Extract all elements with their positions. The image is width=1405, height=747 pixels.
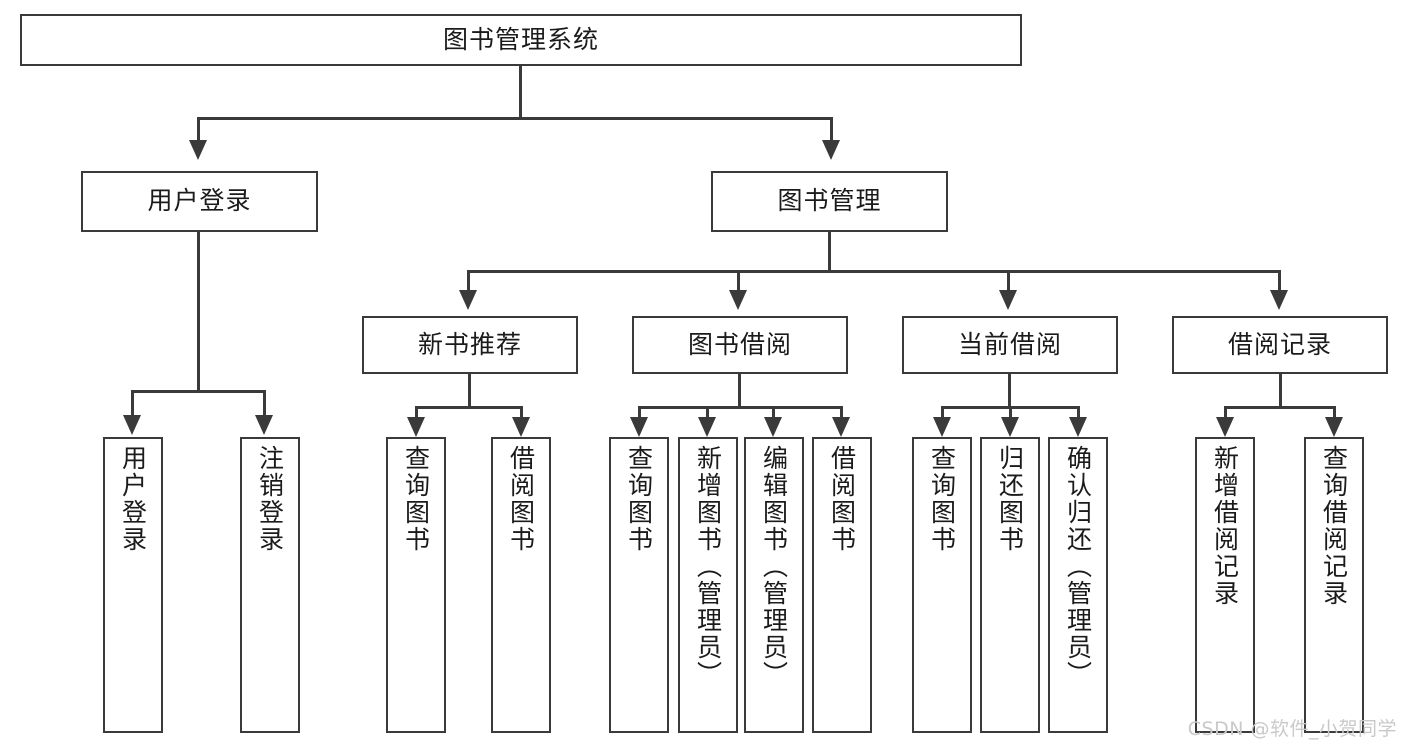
arrowhead-leaf-cb-0: [933, 417, 951, 437]
node-label: 查询借阅记录: [1319, 445, 1349, 607]
arrowhead-leaf-bb-1: [698, 417, 716, 437]
connector-br-drop-0: [1224, 406, 1227, 420]
leaf-br-search-record[interactable]: 查询借阅记录: [1304, 437, 1364, 733]
connector-book-management-bus: [467, 270, 1281, 273]
node-new-book-recommend[interactable]: 新书推荐: [362, 316, 578, 374]
connector-br-stem: [1279, 374, 1282, 408]
node-label: 用户登录: [118, 445, 148, 553]
node-label: 注销登录: [255, 445, 285, 553]
node-label: 用户登录: [147, 186, 252, 216]
arrowhead-leaf-bb-3: [832, 417, 850, 437]
connector-bb-drop-1: [706, 406, 709, 420]
connector-bb-drop-2: [772, 406, 775, 420]
connector-bm-drop-0: [467, 270, 470, 292]
node-label: 查询图书: [927, 445, 957, 553]
connector-user-login-drop-0: [131, 390, 134, 417]
node-current-borrow[interactable]: 当前借阅: [902, 316, 1118, 374]
connector-bb-drop-3: [840, 406, 843, 420]
node-label: 借阅图书: [827, 445, 857, 553]
arrowhead-current-borrow: [999, 290, 1017, 310]
connector-bm-drop-3: [1278, 270, 1281, 292]
arrowhead-leaf-user-login-0: [123, 415, 141, 435]
connector-root-bus: [197, 117, 833, 120]
connector-bb-stem: [738, 374, 741, 408]
leaf-nbr-search-book[interactable]: 查询图书: [386, 437, 446, 733]
leaf-user-login-logout[interactable]: 注销登录: [240, 437, 300, 733]
node-label: 借阅图书: [506, 445, 536, 553]
leaf-bb-borrow-book[interactable]: 借阅图书: [812, 437, 872, 733]
connector-bm-drop-2: [1007, 270, 1010, 292]
node-label: 当前借阅: [957, 329, 1062, 359]
leaf-br-add-record[interactable]: 新增借阅记录: [1195, 437, 1255, 733]
connector-nbr-drop-0: [415, 406, 418, 420]
arrowhead-leaf-bb-0: [630, 417, 648, 437]
node-label: 归还图书: [995, 445, 1025, 553]
connector-user-login-stem: [197, 232, 200, 392]
connector-book-management-stem: [828, 232, 831, 272]
arrowhead-leaf-bb-2: [764, 417, 782, 437]
leaf-cb-return-book[interactable]: 归还图书: [980, 437, 1040, 733]
node-label: 新增借阅记录: [1210, 445, 1240, 607]
connector-cb-drop-1: [1009, 406, 1012, 420]
connector-nbr-drop-1: [520, 406, 523, 420]
node-book-management[interactable]: 图书管理: [711, 171, 948, 232]
node-label: 新增图书（管理员）: [693, 445, 723, 688]
arrowhead-book-management: [822, 140, 840, 160]
arrowhead-leaf-cb-2: [1069, 417, 1087, 437]
node-label: 图书管理系统: [442, 24, 599, 54]
arrowhead-borrow-record: [1270, 290, 1288, 310]
connector-cb-drop-2: [1077, 406, 1080, 420]
leaf-bb-edit-book-admin[interactable]: 编辑图书（管理员）: [744, 437, 804, 733]
node-label: 查询图书: [401, 445, 431, 553]
node-root-book-management-system[interactable]: 图书管理系统: [20, 14, 1022, 66]
connector-cb-drop-0: [941, 406, 944, 420]
connector-bm-drop-1: [737, 270, 740, 292]
connector-cb-stem: [1008, 374, 1011, 408]
node-label: 查询图书: [624, 445, 654, 553]
arrowhead-new-book-recommend: [459, 290, 477, 310]
leaf-nbr-borrow-book[interactable]: 借阅图书: [491, 437, 551, 733]
arrowhead-leaf-cb-1: [1001, 417, 1019, 437]
connector-bb-drop-0: [638, 406, 641, 420]
leaf-cb-confirm-return-admin[interactable]: 确认归还（管理员）: [1048, 437, 1108, 733]
leaf-bb-add-book-admin[interactable]: 新增图书（管理员）: [678, 437, 738, 733]
connector-root-stem: [519, 66, 522, 119]
arrowhead-leaf-br-1: [1325, 417, 1343, 437]
node-user-login[interactable]: 用户登录: [81, 171, 318, 232]
leaf-bb-search-book[interactable]: 查询图书: [609, 437, 669, 733]
arrowhead-user-login: [189, 140, 207, 160]
arrowhead-leaf-user-login-1: [255, 415, 273, 435]
connector-user-login-bus: [131, 390, 266, 393]
node-label: 确认归还（管理员）: [1063, 445, 1093, 688]
arrowhead-book-borrow: [729, 290, 747, 310]
connector-nbr-bus: [415, 406, 523, 409]
connector-root-drop-right: [830, 117, 833, 142]
connector-nbr-stem: [468, 374, 471, 408]
node-label: 编辑图书（管理员）: [759, 445, 789, 688]
connector-bb-bus: [638, 406, 843, 409]
node-label: 图书借阅: [687, 329, 792, 359]
arrowhead-leaf-nbr-0: [407, 417, 425, 437]
leaf-user-login-login[interactable]: 用户登录: [103, 437, 163, 733]
node-label: 借阅记录: [1227, 329, 1332, 359]
csdn-watermark: CSDN @软件_小贺同学: [1187, 718, 1397, 740]
node-label: 新书推荐: [417, 329, 522, 359]
connector-br-drop-1: [1333, 406, 1336, 420]
node-book-borrow[interactable]: 图书借阅: [632, 316, 848, 374]
arrowhead-leaf-br-0: [1216, 417, 1234, 437]
leaf-cb-search-book[interactable]: 查询图书: [912, 437, 972, 733]
arrowhead-leaf-nbr-1: [512, 417, 530, 437]
node-label: 图书管理: [777, 186, 882, 216]
connector-user-login-drop-1: [263, 390, 266, 417]
node-borrow-record[interactable]: 借阅记录: [1172, 316, 1388, 374]
connector-br-bus: [1224, 406, 1336, 409]
connector-root-drop-left: [197, 117, 200, 142]
